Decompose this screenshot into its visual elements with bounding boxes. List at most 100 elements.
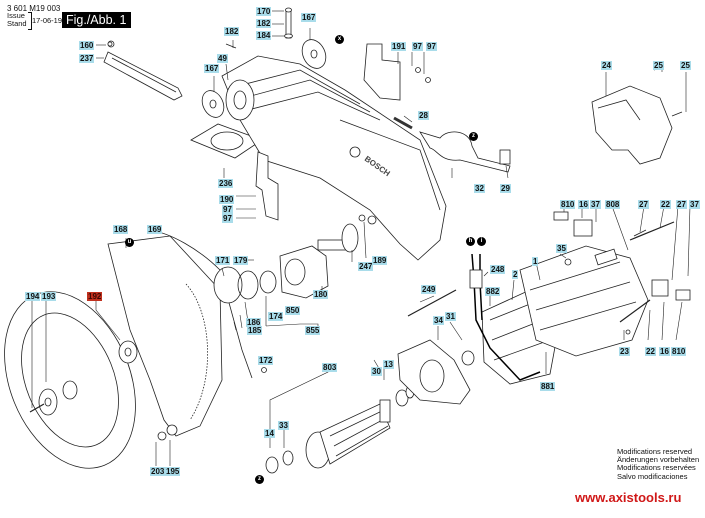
reference-marker-h: h: [466, 237, 475, 246]
part-label-49[interactable]: 49: [217, 54, 228, 63]
part-label-237[interactable]: 237: [79, 54, 95, 63]
part-label-194[interactable]: 194: [25, 292, 41, 301]
screws-part-22: [619, 221, 675, 323]
part-label-182[interactable]: 182: [256, 19, 272, 28]
part-label-193[interactable]: 193: [41, 292, 57, 301]
part-label-97[interactable]: 97: [222, 214, 233, 223]
part-label-171[interactable]: 171: [215, 256, 231, 265]
part-label-855[interactable]: 855: [305, 326, 321, 335]
part-label-185[interactable]: 185: [247, 326, 263, 335]
note-fr: Modifications reservées: [617, 463, 696, 473]
part-label-13[interactable]: 13: [383, 360, 394, 369]
part-label-23[interactable]: 23: [619, 347, 630, 356]
part-label-97[interactable]: 97: [426, 42, 437, 51]
note-de: Änderungen vorbehalten: [617, 455, 700, 465]
part-label-29[interactable]: 29: [500, 184, 511, 193]
document-number: 3 601 M19 003: [7, 4, 61, 13]
part-label-191[interactable]: 191: [391, 42, 407, 51]
part-label-37[interactable]: 37: [689, 200, 700, 209]
motor-cap-part-24: [591, 65, 683, 165]
part-label-180[interactable]: 180: [313, 290, 329, 299]
reference-marker-x: x: [335, 35, 344, 44]
part-label-184[interactable]: 184: [256, 31, 272, 40]
part-label-27[interactable]: 27: [638, 200, 649, 209]
lever-part-32: [419, 131, 511, 173]
motor-housing-part-1: [519, 245, 649, 357]
part-label-169[interactable]: 169: [147, 225, 163, 234]
washer-part-167: [201, 39, 327, 118]
flange-part-850: [213, 214, 377, 304]
part-label-810[interactable]: 810: [560, 200, 576, 209]
part-label-803[interactable]: 803: [322, 363, 338, 372]
part-label-172[interactable]: 172: [258, 356, 274, 365]
reference-marker-i: i: [477, 237, 486, 246]
part-label-247[interactable]: 247: [358, 262, 374, 271]
part-label-33[interactable]: 33: [278, 421, 289, 430]
part-label-168[interactable]: 168: [113, 225, 129, 234]
part-label-97[interactable]: 97: [412, 42, 423, 51]
brush-holder-part-16: [553, 211, 691, 301]
part-label-882[interactable]: 882: [485, 287, 501, 296]
part-label-189[interactable]: 189: [372, 256, 388, 265]
part-label-881[interactable]: 881: [540, 382, 556, 391]
bracket-part-190: [255, 151, 279, 221]
part-label-167[interactable]: 167: [301, 13, 317, 22]
saw-blade: [4, 291, 136, 469]
part-label-195[interactable]: 195: [165, 467, 181, 476]
issue-brace: [28, 12, 32, 30]
part-label-22[interactable]: 22: [645, 347, 656, 356]
part-label-1[interactable]: 1: [532, 257, 539, 266]
part-label-22[interactable]: 22: [660, 200, 671, 209]
part-label-808[interactable]: 808: [605, 200, 621, 209]
part-label-97[interactable]: 97: [222, 205, 233, 214]
fan-shroud-part-34: [397, 339, 475, 405]
part-label-31[interactable]: 31: [445, 312, 456, 321]
website-watermark[interactable]: www.axistools.ru: [575, 490, 682, 505]
handle-part-237: [103, 40, 183, 101]
part-label-167[interactable]: 167: [204, 64, 220, 73]
reference-marker-z: z: [469, 132, 478, 141]
part-label-179[interactable]: 179: [233, 256, 249, 265]
part-label-160[interactable]: 160: [79, 41, 95, 50]
arm-housing: BOSCH: [221, 55, 447, 261]
part-label-30[interactable]: 30: [371, 367, 382, 376]
small-screws: [107, 41, 631, 441]
reference-marker-u: u: [125, 238, 134, 247]
part-label-28[interactable]: 28: [418, 111, 429, 120]
part-label-34[interactable]: 34: [433, 316, 444, 325]
part-label-236[interactable]: 236: [218, 179, 234, 188]
spring-part-28: [393, 116, 413, 130]
part-label-248[interactable]: 248: [490, 265, 506, 274]
part-label-14[interactable]: 14: [264, 429, 275, 438]
part-label-203[interactable]: 203: [150, 467, 166, 476]
part-label-37[interactable]: 37: [590, 200, 601, 209]
part-label-25[interactable]: 25: [653, 61, 664, 70]
part-label-2[interactable]: 2: [512, 270, 519, 279]
part-label-186[interactable]: 186: [246, 318, 262, 327]
modification-notes: Modifications reserved Änderungen vorbeh…: [617, 447, 700, 481]
part-label-810[interactable]: 810: [671, 347, 687, 356]
note-es: Salvo modificaciones: [617, 471, 688, 481]
figure-title: Fig./Abb. 1: [62, 12, 132, 28]
part-label-35[interactable]: 35: [556, 244, 567, 253]
note-en: Modifications reserved: [617, 447, 693, 456]
part-label-25[interactable]: 25: [680, 61, 691, 70]
part-label-174[interactable]: 174: [268, 312, 284, 321]
part-label-192-highlighted[interactable]: 192: [87, 292, 103, 301]
part-label-27[interactable]: 27: [676, 200, 687, 209]
issue-label-de: Stand: [7, 19, 27, 28]
issue-date: 17-06-19: [32, 16, 63, 25]
part-label-170[interactable]: 170: [256, 7, 272, 16]
part-label-190[interactable]: 190: [219, 195, 235, 204]
part-label-249[interactable]: 249: [421, 285, 437, 294]
part-label-850[interactable]: 850: [285, 306, 301, 315]
part-label-32[interactable]: 32: [474, 184, 485, 193]
part-label-182[interactable]: 182: [224, 27, 240, 36]
part-label-16[interactable]: 16: [659, 347, 670, 356]
pin-part-170: [225, 7, 293, 49]
part-label-16[interactable]: 16: [578, 200, 589, 209]
cable-part-248: [407, 253, 541, 381]
part-label-24[interactable]: 24: [601, 61, 612, 70]
